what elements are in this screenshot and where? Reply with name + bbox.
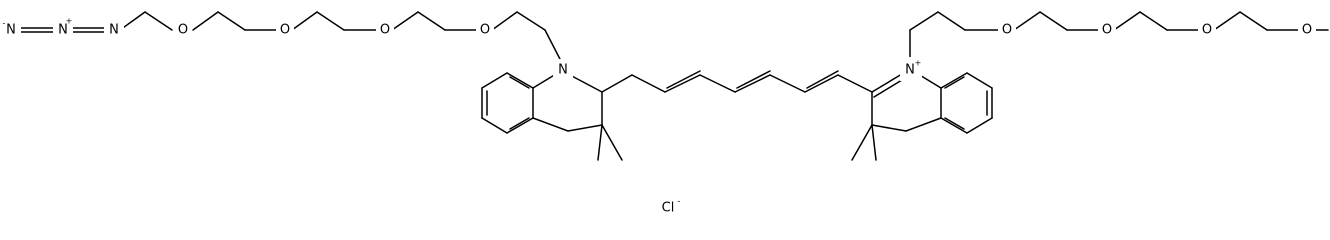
azide-inner-nitrogen-label: N [109,23,119,38]
chloride-counterion-label: Cl [662,201,675,215]
methoxy-oxygen-label: O [1302,23,1312,38]
chemical-structure: N - N + N O O O O N N + O O O O Cl - [1,11,1329,215]
azide-central-nitrogen-charge: + [66,17,73,26]
ether-oxygen-label: O [1202,23,1212,38]
azide-terminal-nitrogen-label: N [6,23,16,38]
chloride-counterion-charge: - [678,197,681,206]
atom-labels: N - N + N O O O O N N + O O O O Cl - [1,17,1316,215]
azide-terminal-nitrogen-charge: - [3,19,6,28]
indoline-nitrogen-label: N [558,63,568,78]
ether-oxygen-label: O [1002,23,1012,38]
indolium-nitrogen-label: N [905,63,915,78]
ether-oxygen-label: O [280,23,290,38]
ether-oxygen-label: O [178,23,188,38]
ether-oxygen-label: O [1102,23,1112,38]
indolium-nitrogen-charge: + [915,59,922,68]
ether-oxygen-label: O [480,23,490,38]
ether-oxygen-label: O [380,23,390,38]
bonds [17,11,1329,161]
azide-central-nitrogen-label: N [58,23,68,38]
